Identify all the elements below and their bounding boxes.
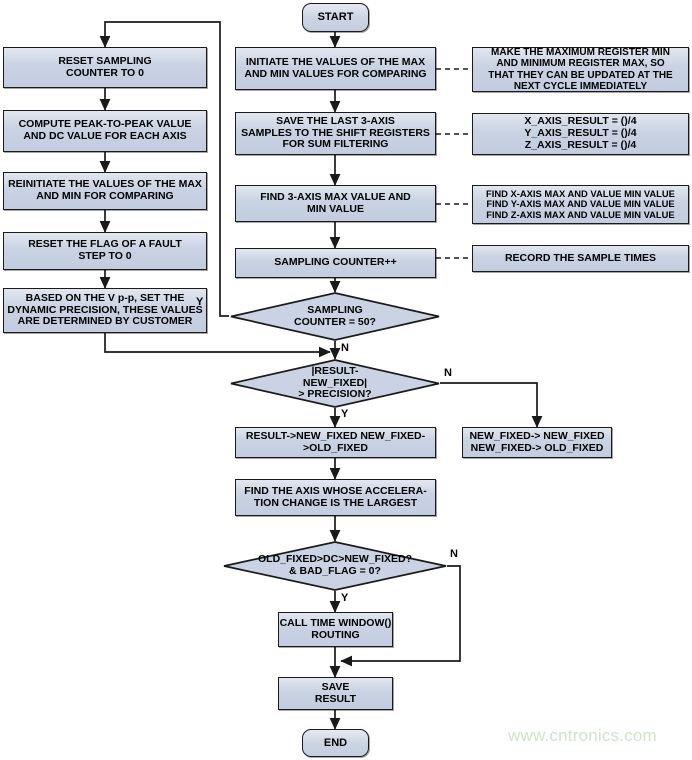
node-fixed-dc-check[interactable]: OLD_FIXED>DC>NEW_FIXED? & BAD_FLAG = 0?: [222, 541, 448, 591]
node-precision-check[interactable]: |RESULT- NEW_FIXED| > PRECISION?: [229, 359, 441, 408]
node-sampling-counter-check[interactable]: SAMPLING COUNTER = 50?: [229, 292, 441, 341]
node-sampling-counter-increment[interactable]: SAMPLING COUNTER++: [235, 248, 436, 278]
site-watermark: www.cntronics.com: [508, 726, 657, 745]
node-save-result[interactable]: SAVE RESULT: [278, 677, 393, 710]
node-find-minmax[interactable]: FIND 3-AXIS MAX VALUE AND MIN VALUE: [235, 185, 436, 222]
node-initiate-values[interactable]: INITIATE THE VALUES OF THE MAX AND MIN V…: [235, 47, 436, 90]
branch-label-fixed-dc-no: N: [450, 548, 458, 560]
branch-label-precision-yes: Y: [341, 408, 349, 420]
decision-label-sampling-counter: SAMPLING COUNTER = 50?: [294, 303, 376, 328]
node-call-time-window[interactable]: CALL TIME WINDOW() ROUTING: [278, 612, 393, 647]
node-reset-fault-flag[interactable]: RESET THE FLAG OF A FAULT STEP TO 0: [3, 232, 207, 270]
node-newfixed-assign[interactable]: NEW_FIXED-> NEW_FIXED NEW_FIXED-> OLD_FI…: [462, 427, 612, 458]
annotation-make-registers[interactable]: MAKE THE MAXIMUM REGISTER MIN AND MINIMU…: [472, 47, 689, 92]
branch-label-sampling-yes: Y: [196, 296, 204, 308]
annotation-record-sample-times[interactable]: RECORD THE SAMPLE TIMES: [472, 245, 689, 272]
node-result-assign[interactable]: RESULT->NEW_FIXED NEW_FIXED- >OLD_FIXED: [235, 427, 436, 458]
annotation-find-axis-minmax[interactable]: FIND X-AXIS MAX AND VALUE MIN VALUE FIND…: [472, 185, 689, 224]
node-reinitiate-values[interactable]: REINITIATE THE VALUES OF THE MAX AND MIN…: [3, 172, 207, 210]
node-start[interactable]: START: [302, 3, 369, 32]
node-save-samples[interactable]: SAVE THE LAST 3-AXIS SAMPLES TO THE SHIF…: [235, 112, 436, 155]
branch-label-sampling-no: N: [341, 342, 349, 354]
connector-decision2-no: [440, 382, 543, 428]
decision-label-fixed-dc: OLD_FIXED>DC>NEW_FIXED? & BAD_FLAG = 0?: [257, 553, 413, 577]
node-find-axis[interactable]: FIND THE AXIS WHOSE ACCELERA- TION CHANG…: [235, 479, 436, 516]
node-compute-peak-to-peak[interactable]: COMPUTE PEAK-TO-PEAK VALUE AND DC VALUE …: [3, 110, 207, 152]
node-end[interactable]: END: [302, 729, 369, 757]
connector-dynamic-to-trunk: [104, 333, 331, 358]
annotation-axis-result[interactable]: X_AXIS_RESULT = ()/4 Y_AXIS_RESULT = ()/…: [472, 113, 689, 155]
connector-decision1-yes-loop: [99, 21, 229, 317]
node-reset-counter[interactable]: RESET SAMPLING COUNTER TO 0: [3, 47, 207, 88]
branch-label-fixed-dc-yes: Y: [341, 592, 349, 604]
node-dynamic-precision[interactable]: BASED ON THE V p-p, SET THE DYNAMIC PREC…: [3, 288, 207, 333]
connector-decision3-no: [340, 565, 461, 667]
branch-label-precision-no: N: [444, 367, 452, 379]
decision-label-precision: |RESULT- NEW_FIXED| > PRECISION?: [298, 365, 372, 401]
